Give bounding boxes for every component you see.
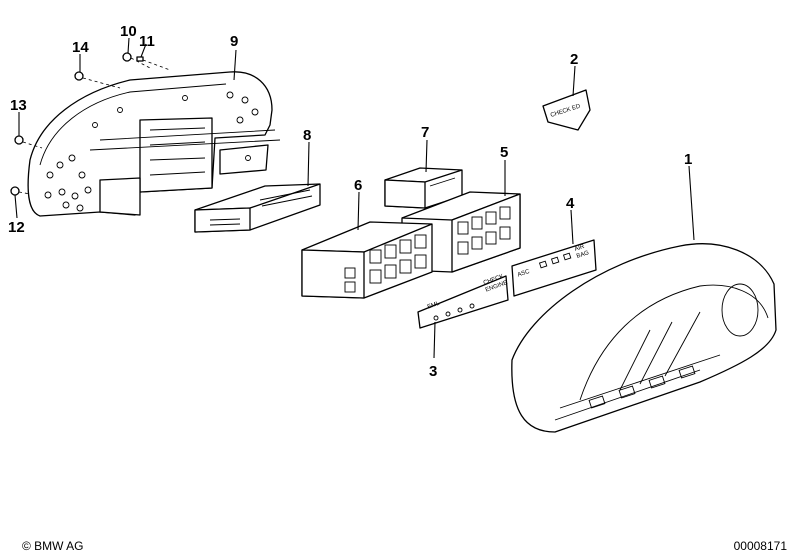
callout-4: 4 xyxy=(566,195,575,212)
callout-6: 6 xyxy=(354,177,362,194)
screw-10[interactable] xyxy=(122,52,151,69)
board-holes xyxy=(44,91,259,212)
part-5-sockets xyxy=(457,206,511,255)
part-6-connector-block[interactable] xyxy=(301,221,433,299)
screw-12[interactable] xyxy=(10,186,31,196)
part-9-circuit-board[interactable] xyxy=(27,71,281,217)
callout-7: 7 xyxy=(421,124,429,141)
callout-8: 8 xyxy=(303,127,311,144)
diagram-id: 00008171 xyxy=(733,539,787,553)
screw-11[interactable] xyxy=(136,56,171,71)
callout-14: 14 xyxy=(72,39,89,56)
callout-10: 10 xyxy=(120,23,137,40)
callout-12: 12 xyxy=(8,219,25,236)
callout-11: 11 xyxy=(139,33,155,50)
part-1-instrument-cover[interactable] xyxy=(511,243,777,433)
label-asc: ASC xyxy=(517,269,531,279)
part-6-sockets xyxy=(344,234,427,293)
part-3-eml-strip[interactable]: EML CHECK ENGINE xyxy=(417,274,509,329)
callout-2: 2 xyxy=(570,51,578,68)
label-air: AIR xyxy=(574,244,586,253)
callout-5: 5 xyxy=(500,144,508,161)
part-7-connector[interactable] xyxy=(384,167,463,209)
copyright-notice: © BMW AG xyxy=(22,539,84,553)
label-bag: BAG xyxy=(576,250,590,260)
leader-lines xyxy=(14,37,695,359)
callout-numbers: 1 2 3 4 5 6 7 8 9 10 11 12 13 14 xyxy=(8,23,692,380)
callout-3: 3 xyxy=(429,363,437,380)
callout-9: 9 xyxy=(230,33,238,50)
callout-1: 1 xyxy=(684,151,692,168)
part-2-check-label[interactable]: CHECK ED xyxy=(542,89,591,131)
callout-13: 13 xyxy=(10,97,27,114)
part-8-display-module[interactable] xyxy=(194,183,321,233)
screw-14[interactable] xyxy=(74,71,121,89)
label-eml: EML xyxy=(427,300,441,310)
part-4-asc-strip[interactable]: ASC AIR BAG xyxy=(511,239,597,297)
